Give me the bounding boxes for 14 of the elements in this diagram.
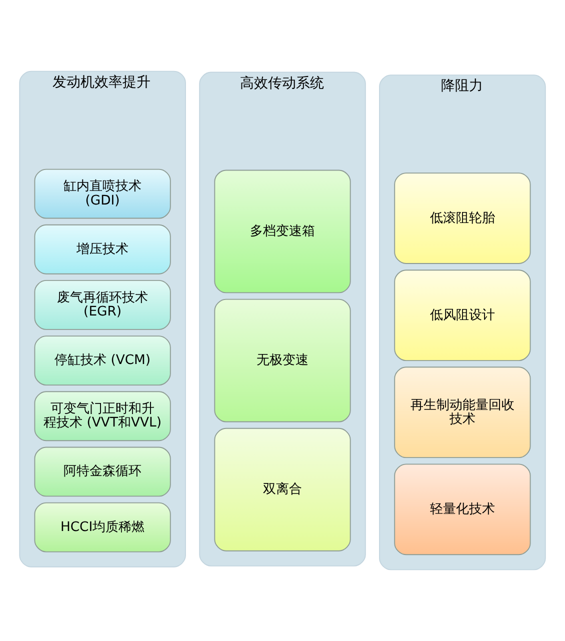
node-box: 废气再循环技术 (EGR) [34, 280, 171, 330]
node-box: 可变气门正时和升程技术 (VVT和VVL) [34, 391, 171, 442]
node-box: 增压技术 [34, 224, 171, 274]
node-box: 轻量化技术 [394, 464, 531, 556]
node-box: 低滚阻轮胎 [394, 172, 531, 264]
node-box: 双离合 [214, 428, 351, 552]
node-box: 停缸技术 (VCM) [34, 336, 171, 386]
node-box: 阿特金森循环 [34, 446, 171, 497]
node-box: 多档变速箱 [214, 170, 351, 294]
node-box: 低风阻设计 [394, 270, 531, 362]
node-box: HCCI均质稀燃 [34, 502, 171, 552]
node-box: 再生制动能量回收技术 [394, 366, 531, 458]
node-box: 无极变速 [214, 298, 351, 422]
node-box: 缸内直喷技术 (GDI) [34, 168, 171, 219]
